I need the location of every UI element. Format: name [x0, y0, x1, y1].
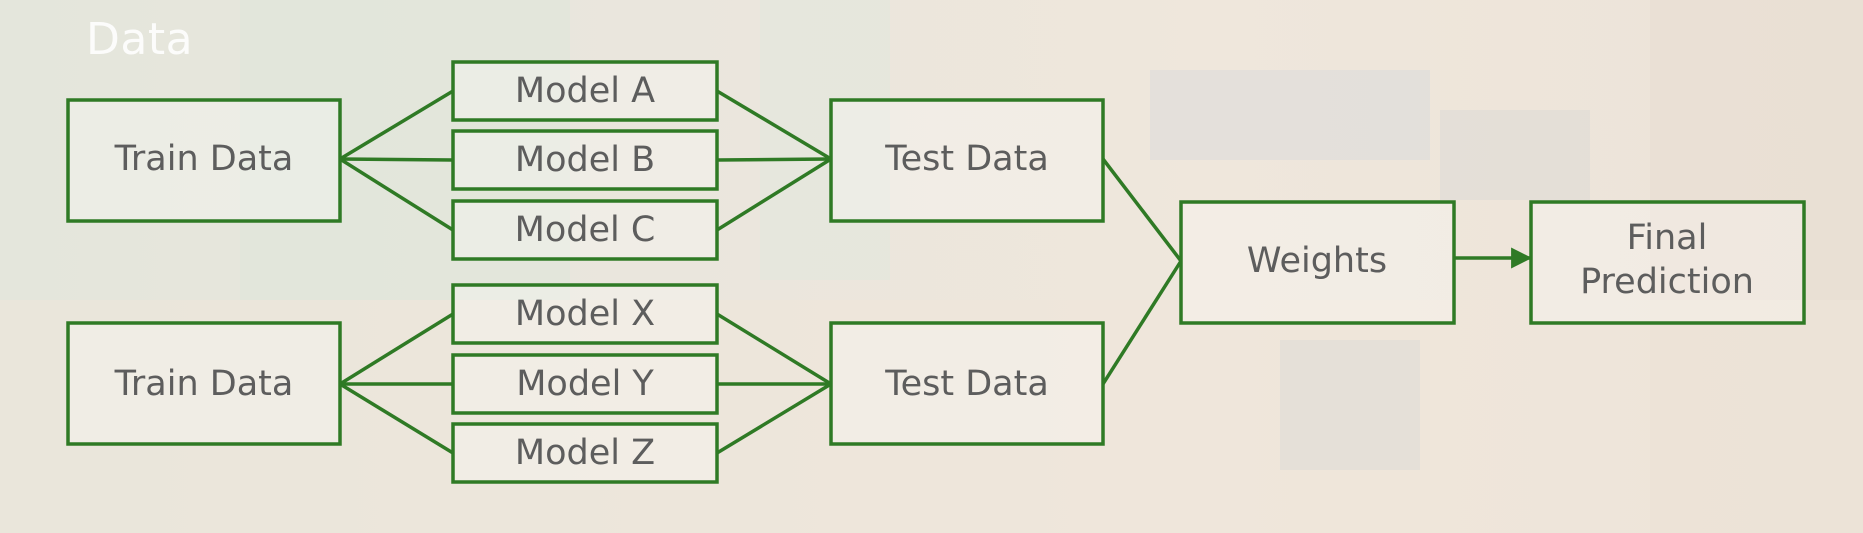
train-data-label-2: Train Data	[114, 364, 294, 404]
edge-train-to-model-a	[339, 89, 454, 161]
group-2: Train Data Model X Model Y Model Z Test …	[66, 283, 1105, 484]
edge-model-c-to-test	[716, 157, 832, 232]
edges-group-2	[339, 312, 832, 455]
model-z-label: Model Z	[515, 433, 655, 473]
final-prediction-box	[1529, 200, 1806, 325]
model-b-box	[451, 129, 719, 191]
edge-train-to-model-x	[339, 312, 454, 386]
edge-model-x-to-test	[716, 312, 832, 386]
train-data-label-1: Train Data	[114, 139, 294, 179]
test-data-label-1: Test Data	[884, 139, 1049, 179]
model-a-label: Model A	[515, 71, 655, 111]
model-x-label: Model X	[515, 294, 655, 334]
edge-model-z-to-test	[716, 382, 832, 455]
model-y-label: Model Y	[516, 364, 654, 404]
slide-title: Data	[86, 14, 194, 65]
model-c-box	[451, 199, 719, 261]
test-data-box-2	[829, 321, 1105, 446]
final-prediction-label-line-1: Final	[1627, 218, 1708, 258]
weights-box	[1179, 200, 1456, 325]
edge-model-a-to-test	[716, 89, 832, 161]
train-data-box-1	[66, 98, 342, 223]
edge-model-b-to-test	[716, 157, 832, 162]
test-data-box-1	[829, 98, 1105, 223]
final-prediction-label-line-2: Prediction	[1580, 262, 1754, 302]
model-c-label: Model C	[515, 210, 656, 250]
edge-train-to-model-c	[339, 157, 454, 232]
model-y-box	[451, 353, 719, 415]
model-z-box	[451, 422, 719, 484]
edge-train-to-model-b	[339, 157, 454, 162]
model-x-box	[451, 283, 719, 345]
edges-group-1	[339, 89, 832, 232]
edge-train-to-model-z	[339, 382, 454, 455]
edge-test-2-to-weights	[1101, 260, 1183, 385]
weights-label: Weights	[1247, 241, 1387, 281]
train-data-box-2	[66, 321, 342, 446]
group-1: Train Data Model A Model B Model C Test …	[66, 60, 1105, 261]
edge-test-1-to-weights	[1101, 157, 1183, 263]
test-data-label-2: Test Data	[884, 364, 1049, 404]
model-b-label: Model B	[515, 140, 655, 180]
model-a-box	[451, 60, 719, 122]
